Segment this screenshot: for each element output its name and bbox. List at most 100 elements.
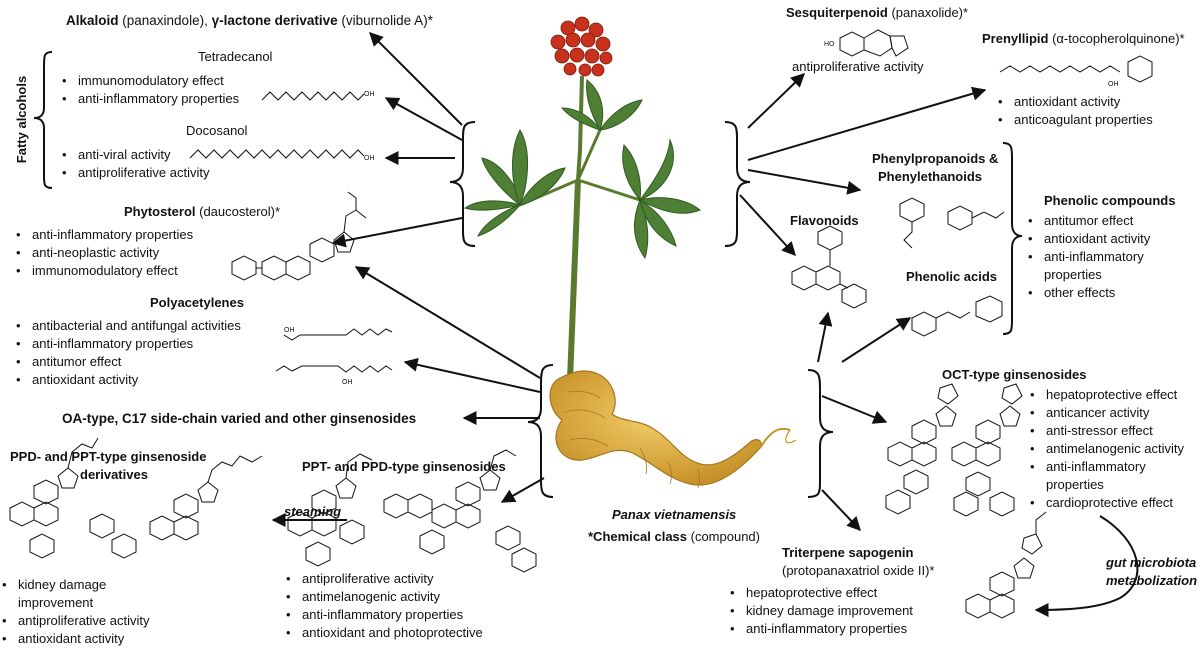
arrows: [271, 32, 1139, 617]
flavonoids-heading: Flavonoids: [790, 213, 859, 228]
list-item: anti-viral activity: [60, 146, 210, 164]
root: [549, 370, 797, 486]
protopanaxatriol-oxide-structure: [965, 511, 1047, 619]
phenylpropanoids-heading-1: Phenylpropanoids &: [872, 151, 999, 166]
phenolic-compounds-effects-2: other effects: [1026, 284, 1115, 302]
plant-caption: Panax vietnamensis: [612, 507, 737, 522]
ppt-ppd-heading: PPT- and PPD-type ginsenosides: [302, 459, 506, 474]
list-item: anti-inflammatory: [1026, 248, 1150, 266]
tetradecanol-oh: OH: [364, 91, 375, 98]
list-item: antioxidant and photoprotective: [284, 624, 483, 642]
list-item: anti-inflammatory properties: [60, 90, 239, 108]
docosanol-name: Docosanol: [186, 123, 248, 138]
ppd-derivatives-title-2: derivatives: [80, 467, 148, 482]
prenyllipid-compound: (α-tocopherolquinone)*: [1048, 31, 1185, 46]
phenolic-compounds-heading: Phenolic compounds: [1044, 193, 1176, 208]
list-item: anti-inflammatory properties: [284, 606, 483, 624]
panax-plant-illustration: [463, 16, 797, 489]
list-item: anti-neoplastic activity: [14, 244, 193, 262]
list-item: antitumor effect: [14, 353, 241, 371]
berry-cluster: [550, 16, 613, 77]
alkaloid-compound: (panaxindole),: [118, 13, 212, 28]
tocopherolquinone-structure: [999, 55, 1153, 83]
sesquiterpenoid-heading: Sesquiterpenoid (panaxolide)*: [786, 4, 968, 21]
list-item: antitumor effect: [1026, 212, 1150, 230]
list-item: anti-inflammatory properties: [14, 226, 193, 244]
oct-ginsenoside-structures: [885, 383, 1023, 517]
phytosterol-structure: [231, 191, 367, 281]
list-item: anticancer activity: [1028, 404, 1184, 422]
prenyllipid-effects: antioxidant activity anticoagulant prope…: [996, 93, 1153, 129]
ppt-ppd-effects: antiproliferative activity antimelanogen…: [284, 570, 483, 642]
legend-note: *Chemical class (compound): [588, 528, 760, 545]
sesquiterpenoid-label: Sesquiterpenoid: [786, 5, 888, 20]
oct-type-effect-cont: properties: [1046, 477, 1104, 492]
list-item: antimelanogenic activity: [284, 588, 483, 606]
alkaloid-heading: Alkaloid (panaxindole), γ-lactone deriva…: [66, 12, 433, 29]
steaming-label: steaming: [284, 504, 342, 519]
phytosterol-heading: Phytosterol (daucosterol)*: [124, 203, 280, 220]
list-item: hepatoprotective effect: [728, 584, 913, 602]
phenylpropanoids-heading-2: Phenylethanoids: [878, 169, 983, 184]
tetradecanol-effects: immunomodulatory effect anti-inflammator…: [60, 72, 239, 108]
phenolic-compounds-effect-cont: properties: [1044, 267, 1102, 282]
lactone-label: γ-lactone derivative: [211, 13, 338, 28]
sesquiterpenoid-effect: antiproliferative activity: [792, 59, 924, 74]
list-item: antiproliferative activity: [0, 612, 150, 630]
list-item: antioxidant activity: [1026, 230, 1150, 248]
list-item: kidney damage: [0, 576, 106, 594]
list-item: antioxidant activity: [14, 371, 241, 389]
triterpene-effects: hepatoprotective effect kidney damage im…: [728, 584, 913, 638]
ppd-derivative-structures: [9, 437, 263, 559]
leaves: [463, 79, 701, 260]
list-item: anti-inflammatory properties: [728, 620, 913, 638]
legend-bold: *Chemical class: [588, 529, 688, 544]
phytosterol-compound: (daucosterol)*: [195, 204, 281, 219]
list-item: immunomodulatory effect: [60, 72, 239, 90]
triterpene-heading: Triterpene sapogenin: [782, 545, 914, 560]
chemical-structures: [9, 29, 1153, 619]
phytosterol-label: Phytosterol: [124, 204, 196, 219]
tetradecanol-name: Tetradecanol: [198, 49, 273, 64]
prenyllipid-label: Prenyllipid: [982, 31, 1049, 46]
phenolic-acids-heading: Phenolic acids: [906, 269, 998, 284]
phenylpropanoid-structures: [899, 197, 1005, 249]
polyacetylene-oh-2: OH: [342, 379, 353, 386]
ppd-derivatives-effect-cont: improvement: [18, 595, 94, 610]
list-item: antibacterial and antifungal activities: [14, 317, 241, 335]
list-item: hepatoprotective effect: [1028, 386, 1184, 404]
ppd-derivatives-effects-2: antiproliferative activity antioxidant a…: [0, 612, 150, 648]
docosanol-structure: [189, 149, 365, 159]
list-item: anticoagulant properties: [996, 111, 1153, 129]
list-item: antioxidant activity: [996, 93, 1153, 111]
sesquiterpenoid-ho: HO: [824, 41, 835, 48]
list-item: anti-inflammatory properties: [14, 335, 241, 353]
lactone-compound: (viburnolide A)*: [337, 13, 433, 28]
list-item: antiproliferative activity: [60, 164, 210, 182]
polyacetylenes-heading: Polyacetylenes: [150, 295, 244, 310]
phytosterol-effects: anti-inflammatory properties anti-neopla…: [14, 226, 193, 280]
alkaloid-label: Alkaloid: [66, 13, 119, 28]
docosanol-effects: anti-viral activity antiproliferative ac…: [60, 146, 210, 182]
list-item: antiproliferative activity: [284, 570, 483, 588]
ppt-ppd-structures: [287, 449, 537, 573]
docosanol-oh: OH: [364, 155, 375, 162]
triterpene-compound: (protopanaxatriol oxide II)*: [782, 563, 935, 578]
flavonoid-structure: [791, 225, 867, 309]
panaxolide-structure: [839, 29, 909, 57]
list-item: other effects: [1026, 284, 1115, 302]
fatty-alcohols-label: Fatty alcohols: [14, 75, 30, 164]
prenyllipid-heading: Prenyllipid (α-tocopherolquinone)*: [982, 30, 1185, 47]
braces: [33, 51, 1023, 498]
ppd-derivatives-title-1: PPD- and PPT-type ginsenoside: [10, 449, 207, 464]
polyacetylene-1: [283, 328, 393, 341]
oct-type-effects: hepatoprotective effect anticancer activ…: [1028, 386, 1184, 476]
oct-type-effects-2: cardioprotective effect: [1028, 494, 1173, 512]
gut-microbiota-label-2: metabolization: [1106, 573, 1198, 588]
sesquiterpenoid-compound: (panaxolide)*: [887, 5, 969, 20]
list-item: antimelanogenic activity: [1028, 440, 1184, 458]
list-item: cardioprotective effect: [1028, 494, 1173, 512]
list-item: kidney damage improvement: [728, 602, 913, 620]
polyacetylenes-effects: antibacterial and antifungal activities …: [14, 317, 241, 389]
